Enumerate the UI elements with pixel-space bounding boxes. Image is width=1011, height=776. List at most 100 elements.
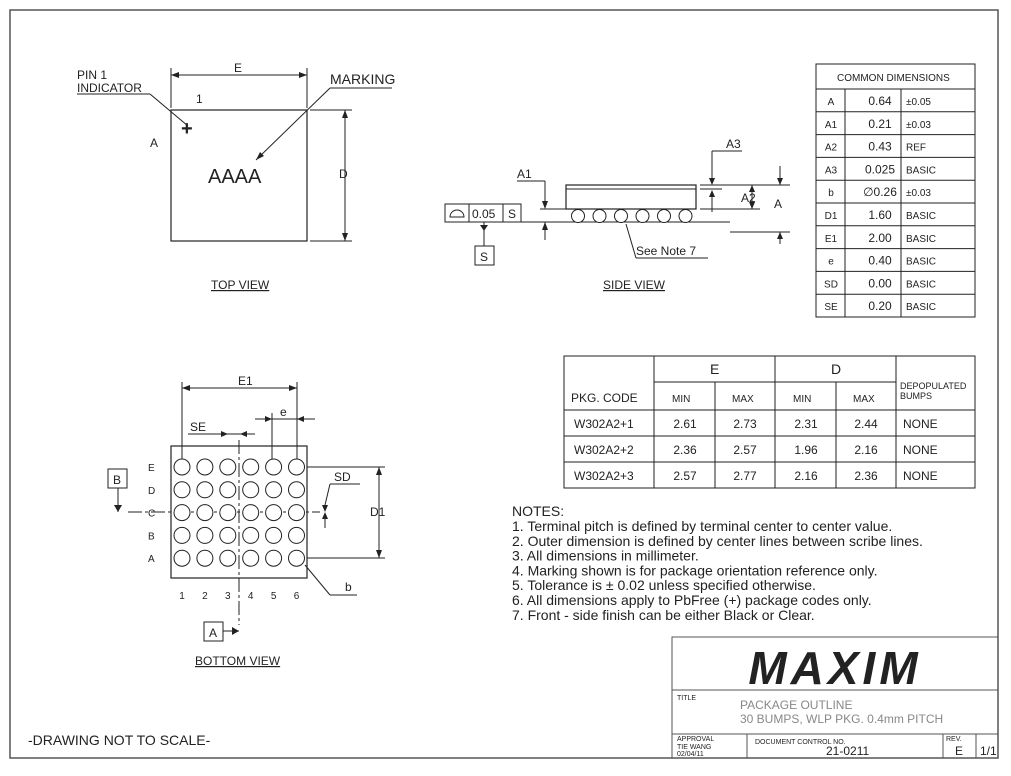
- notes: NOTES: 1. Terminal pitch is defined by t…: [512, 503, 923, 623]
- bump: [242, 549, 260, 567]
- bump: [219, 526, 237, 544]
- col-label: 4: [248, 591, 254, 602]
- common-dim-tolerance: BASIC: [906, 279, 936, 290]
- bump: [196, 549, 214, 567]
- row-label: C: [148, 509, 155, 520]
- doc-number: 21-0211: [826, 744, 869, 758]
- side-bump: [635, 209, 650, 223]
- d-max-cell: 2.16: [854, 443, 878, 457]
- e-min-cell: 2.57: [673, 469, 697, 483]
- datum-a-box: A: [209, 626, 217, 640]
- bump: [265, 458, 283, 476]
- common-dim-tolerance: ±0.03: [906, 120, 931, 131]
- rev-label: REV.: [946, 736, 962, 743]
- bump: [288, 526, 305, 544]
- title-line2: 30 BUMPS, WLP PKG. 0.4mm PITCH: [740, 712, 943, 726]
- dim-e-pitch-label: e: [280, 405, 287, 419]
- col-label: 1: [179, 591, 185, 602]
- not-to-scale-label: -DRAWING NOT TO SCALE-: [28, 732, 211, 748]
- common-dim-tolerance: BASIC: [906, 165, 936, 176]
- common-dim-symbol: e: [828, 257, 834, 268]
- pkg-code-cell: W302A2+1: [574, 417, 634, 431]
- e-max-cell: 2.57: [733, 443, 757, 457]
- note-line: 4. Marking shown is for package orientat…: [512, 562, 878, 578]
- pin-1-number: 1: [196, 92, 203, 106]
- bump: [173, 504, 191, 522]
- marking-text: AAAA: [208, 166, 262, 188]
- top-view-caption: TOP VIEW: [211, 278, 270, 292]
- common-dim-tolerance: REF: [906, 143, 926, 154]
- e-max-cell: 2.77: [733, 469, 757, 483]
- e-max-cell: 2.73: [733, 417, 757, 431]
- dim-e1-label: E1: [238, 374, 253, 388]
- col-label: 6: [294, 591, 300, 602]
- approval-label: APPROVAL: [677, 736, 714, 743]
- bump: [196, 526, 214, 544]
- col-label: 2: [202, 591, 208, 602]
- row-label: E: [148, 463, 155, 474]
- d-min-cell: 2.31: [794, 417, 818, 431]
- bump: [173, 458, 191, 476]
- bump: [288, 481, 305, 499]
- bump: [219, 458, 237, 476]
- bump: [219, 549, 237, 567]
- notes-heading: NOTES:: [512, 503, 564, 519]
- side-bump: [614, 209, 628, 223]
- pkg-code-header: PKG. CODE: [571, 391, 638, 405]
- dim-a3-label: A3: [726, 137, 741, 151]
- note-line: 3. All dimensions in millimeter.: [512, 548, 699, 564]
- bump: [265, 549, 283, 567]
- d-max-header: MAX: [853, 394, 875, 405]
- e-min-cell: 2.61: [673, 417, 697, 431]
- common-dim-symbol: A1: [825, 120, 838, 131]
- common-dim-symbol: SE: [824, 302, 838, 313]
- rev-value: E: [955, 744, 963, 758]
- maxim-logo: MAXIM: [748, 642, 921, 694]
- package-code-table: E D PKG. CODE MIN MAX MIN MAX DEPOPULATE…: [563, 355, 976, 489]
- col-label: 3: [225, 591, 231, 602]
- see-note-label: See Note 7: [636, 244, 696, 258]
- bump: [219, 481, 237, 499]
- depop-cell: NONE: [903, 469, 938, 483]
- side-bump: [657, 209, 671, 223]
- package-top-outline: [170, 109, 308, 242]
- common-dim-value: 0.40: [868, 254, 892, 268]
- common-dim-symbol: b: [828, 188, 834, 199]
- bottom-view-caption: BOTTOM VIEW: [195, 654, 281, 668]
- bump: [242, 526, 260, 544]
- dim-sd-label: SD: [334, 470, 351, 484]
- side-bump: [592, 209, 607, 223]
- common-dimensions-title: COMMON DIMENSIONS: [837, 73, 950, 84]
- common-dim-symbol: A2: [825, 143, 838, 154]
- dim-a1-label: A1: [517, 167, 532, 181]
- side-view-caption: SIDE VIEW: [603, 278, 666, 292]
- d-max-cell: 2.36: [854, 469, 878, 483]
- d-min-header: MIN: [793, 394, 811, 405]
- datum-b-box: B: [113, 473, 121, 487]
- depop-header-line1: DEPOPULATED: [900, 381, 967, 391]
- e-min-header: MIN: [672, 394, 690, 405]
- dim-d1-label: D1: [370, 505, 386, 519]
- dim-a2-label: A2: [741, 191, 756, 205]
- bump: [196, 504, 214, 522]
- common-dim-tolerance: ±0.05: [906, 97, 931, 108]
- row-label: A: [148, 554, 155, 565]
- datum-s-box: S: [480, 250, 488, 264]
- depop-cell: NONE: [903, 443, 938, 457]
- common-dim-value: 0.43: [868, 140, 892, 154]
- row-label: D: [148, 486, 155, 497]
- note-line: 2. Outer dimension is defined by center …: [512, 533, 923, 549]
- bump: [288, 458, 305, 476]
- common-dim-tolerance: BASIC: [906, 234, 936, 245]
- bump-array: [173, 458, 305, 567]
- bump: [265, 526, 283, 544]
- pkg-code-cell: W302A2+3: [574, 469, 634, 483]
- e-min-cell: 2.36: [673, 443, 697, 457]
- title-block: MAXIM TITLE PACKAGE OUTLINE 30 BUMPS, WL…: [671, 636, 999, 759]
- pkg-header-d: D: [831, 361, 841, 377]
